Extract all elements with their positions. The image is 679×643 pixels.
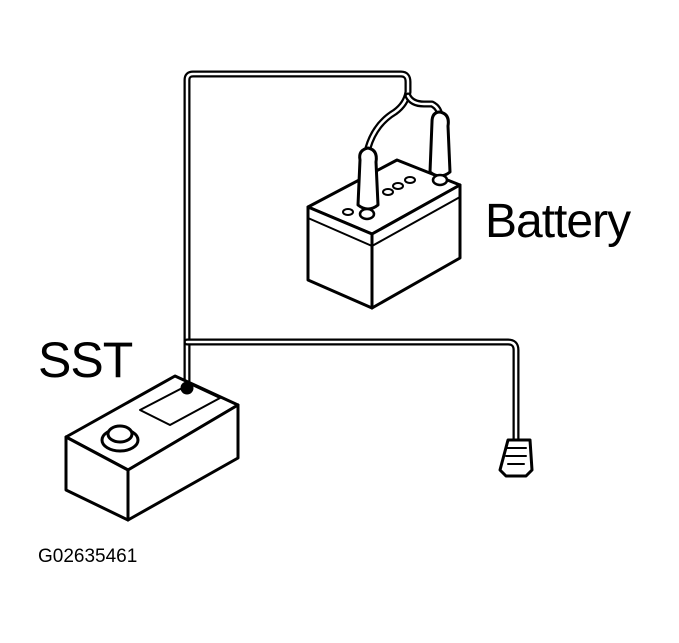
figure-code: G02635461 bbox=[38, 546, 138, 567]
connector-plug bbox=[498, 438, 534, 478]
battery-label: Battery bbox=[485, 195, 631, 248]
sst-label: SST bbox=[38, 332, 133, 388]
battery-clip-positive bbox=[356, 146, 380, 221]
battery-clip-negative bbox=[428, 110, 452, 187]
battery bbox=[306, 158, 462, 310]
main-wire-inner bbox=[185, 72, 410, 384]
sst-tester bbox=[64, 374, 240, 522]
